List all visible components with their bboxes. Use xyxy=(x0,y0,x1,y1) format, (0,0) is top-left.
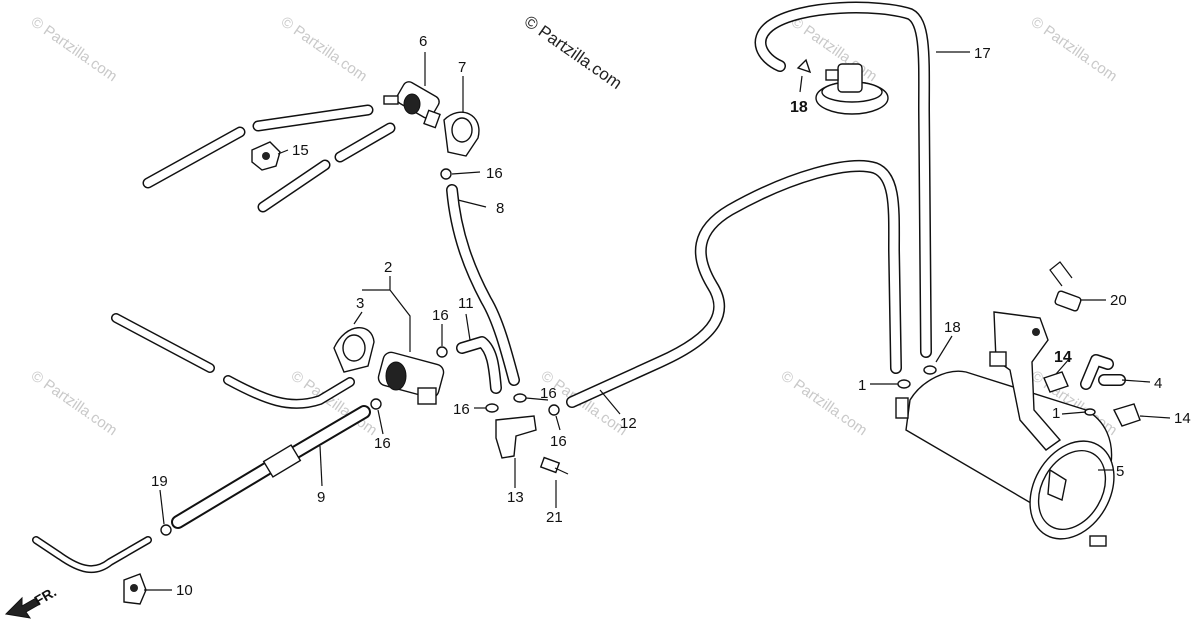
part-18-connector xyxy=(796,58,812,74)
part-15-clip xyxy=(251,141,281,171)
callout-15: 15 xyxy=(292,142,309,159)
hose-12 xyxy=(566,159,902,408)
callout-labels: 6 7 15 16 8 2 3 16 11 16 16 16 16 12 13 … xyxy=(151,33,1191,599)
part-10-clamp xyxy=(123,573,147,605)
part-2-valve xyxy=(377,351,445,405)
callout-14-a: 14 xyxy=(1054,349,1072,366)
callout-14-b: 14 xyxy=(1174,410,1191,427)
small-clamps xyxy=(160,168,1096,536)
hose-upper-left-b xyxy=(257,122,396,213)
callout-16-d: 16 xyxy=(540,385,557,402)
callout-16-f: 16 xyxy=(374,435,391,452)
hose-4 xyxy=(1080,354,1126,390)
callout-10: 10 xyxy=(176,582,193,599)
callout-11: 11 xyxy=(458,295,474,312)
callout-1-b: 1 xyxy=(1052,405,1060,422)
part-5-canister xyxy=(895,370,1115,547)
direction-arrow: FR. xyxy=(4,583,59,619)
callout-9: 9 xyxy=(317,489,325,506)
callout-16-a: 16 xyxy=(486,165,503,182)
hose-9 xyxy=(171,405,371,529)
callout-6: 6 xyxy=(419,33,427,50)
callout-7: 7 xyxy=(458,59,466,76)
watermark-5: © Partzilla.com xyxy=(28,367,121,439)
callout-17: 17 xyxy=(974,45,991,62)
part-14-clip-b xyxy=(1113,403,1141,427)
parts: FR. xyxy=(4,58,1141,619)
part-3-holder xyxy=(333,327,375,373)
canister-bracket xyxy=(989,311,1062,451)
watermark-4: © Partzilla.com xyxy=(1028,13,1121,85)
callout-4: 4 xyxy=(1154,375,1162,392)
leader-lines xyxy=(144,51,1171,591)
part-7-holder xyxy=(443,111,480,157)
hose-17 xyxy=(754,1,932,358)
callout-16-b: 16 xyxy=(432,307,449,324)
filter-cap xyxy=(815,63,889,115)
callout-16-e: 16 xyxy=(550,433,567,450)
hose-upper-left-a xyxy=(142,104,374,189)
callout-5: 5 xyxy=(1116,463,1124,480)
watermark-1: © Partzilla.com xyxy=(28,13,121,85)
part-20-bolt xyxy=(1049,261,1082,312)
watermark-2: © Partzilla.com xyxy=(278,13,371,85)
callout-12: 12 xyxy=(620,415,637,432)
hoses xyxy=(32,1,1126,574)
part-13-joint xyxy=(495,415,537,459)
callout-1-a: 1 xyxy=(858,377,866,394)
part-21-bolt xyxy=(539,456,569,475)
callout-21: 21 xyxy=(546,509,563,526)
hose-8 xyxy=(446,184,520,386)
callout-18-b: 18 xyxy=(944,319,961,336)
callout-8: 8 xyxy=(496,200,504,217)
watermark-8: © Partzilla.com xyxy=(778,367,871,439)
copyright-notice: © Partzilla.com xyxy=(521,12,626,93)
callout-20: 20 xyxy=(1110,292,1127,309)
hose-11 xyxy=(456,336,502,394)
callout-3: 3 xyxy=(356,295,364,312)
callout-18-a: 18 xyxy=(790,99,808,116)
part-6-valve xyxy=(383,81,441,129)
callout-19: 19 xyxy=(151,473,168,490)
callout-13: 13 xyxy=(507,489,524,506)
fuel-line-10 xyxy=(32,536,152,574)
callout-16-c: 16 xyxy=(453,401,470,418)
callout-2: 2 xyxy=(384,259,392,276)
hose-9-upper xyxy=(111,313,355,409)
